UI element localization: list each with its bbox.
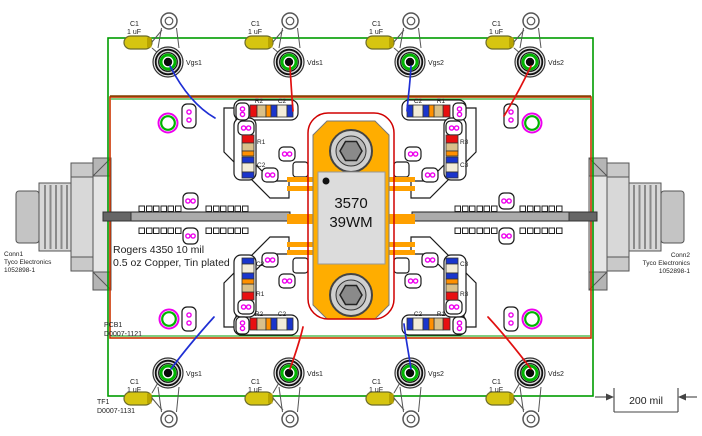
- rf-microstrip-right: [411, 211, 592, 222]
- pcb-drawing-number: D0007-1121: [104, 331, 142, 338]
- bias-posts: C1 1 uF Vgs1 C1 1 uF Vds1 C1 1 uF Vgs2 C…: [122, 11, 564, 429]
- ref-des: R1: [437, 98, 446, 105]
- cap-ref: C1: [372, 21, 381, 28]
- terminal-label: Vds1: [307, 60, 323, 67]
- cap-value: 1 uF: [248, 29, 262, 36]
- device-marking-line1: 3570: [334, 195, 367, 212]
- ref-des: R3: [460, 139, 469, 146]
- wire-vgs1-bottom: [170, 316, 215, 370]
- pcb-ref: PCB1: [104, 322, 122, 329]
- ref-des: C3: [460, 261, 469, 268]
- ref-des: R3: [460, 291, 469, 298]
- device-die-area: [317, 171, 386, 265]
- cap-ref: C1: [130, 379, 139, 386]
- ref-des: C2: [256, 261, 265, 268]
- device-package: 3570 39WM: [287, 112, 415, 320]
- via-pad: [498, 192, 515, 210]
- terminal-label: Vds2: [548, 371, 564, 378]
- via-pad: [182, 192, 199, 210]
- cap-ref: C1: [372, 379, 381, 386]
- ref-des: C2: [414, 311, 423, 318]
- cap-value: 1 uF: [369, 387, 383, 394]
- ref-des: C2: [257, 162, 266, 169]
- mounting-screw-top: [329, 129, 373, 173]
- cap-ref: C1: [492, 21, 501, 28]
- ref-des: R1: [437, 311, 446, 318]
- ref-des: R1: [256, 291, 265, 298]
- cap-ref: C1: [130, 21, 139, 28]
- component-labels: R2 C2 R1 C2 C2 R1 R3 C3 C2 R1 R2 C2 C3 R…: [255, 98, 469, 318]
- conn2-part-number: 1052898-1: [659, 268, 690, 275]
- via-pad: [182, 227, 199, 245]
- device-marking-line2: 39WM: [329, 214, 372, 231]
- ref-des: C2: [278, 98, 287, 105]
- cap-ref: C1: [251, 379, 260, 386]
- wire-vds2-top: [503, 65, 532, 117]
- terminal-label: Vgs2: [428, 371, 444, 378]
- cap-ref: C1: [492, 379, 501, 386]
- cap-value: 1 uF: [127, 29, 141, 36]
- pin1-dot: [322, 177, 330, 185]
- fixture-ref: TF1: [97, 399, 110, 406]
- conn1-ref: Conn1: [4, 251, 24, 258]
- wire-vgs2-top: [406, 65, 412, 112]
- ref-des: R2: [255, 98, 264, 105]
- ref-des: C3: [460, 162, 469, 169]
- conn1-manufacturer: Tyco Electronics: [4, 259, 52, 266]
- terminal-label: Vds2: [548, 60, 564, 67]
- scale-bar: 200 mil: [595, 388, 697, 413]
- wire-vds1-top: [289, 65, 294, 112]
- sma-connector-left: [15, 157, 112, 291]
- connector-pin-right: [568, 211, 598, 222]
- conn2-manufacturer: Tyco Electronics: [643, 260, 691, 267]
- cap-value: 1 uF: [248, 387, 262, 394]
- rf-microstrip-left: [109, 211, 291, 222]
- terminal-label: Vds1: [307, 371, 323, 378]
- scale-bar-label: 200 mil: [629, 395, 663, 407]
- ref-des: C2: [414, 98, 423, 105]
- terminal-label: Vgs1: [186, 371, 202, 378]
- cap-ref: C1: [251, 21, 260, 28]
- cap-value: 1 uF: [369, 29, 383, 36]
- sma-connector-right: [588, 157, 685, 291]
- substrate-note-line1: Rogers 4350 10 mil: [113, 244, 204, 256]
- via-pad: [498, 227, 515, 245]
- terminal-label: Vgs2: [428, 60, 444, 67]
- wire-vgs1-top: [169, 65, 216, 119]
- conn1-part-number: 1052898-1: [4, 267, 35, 274]
- hookup-wires: [169, 65, 532, 370]
- mounting-screw-bottom: [329, 273, 373, 317]
- wire-vds2-bottom: [487, 316, 532, 370]
- substrate-note-line2: 0.5 oz Copper, Tin plated: [113, 257, 230, 269]
- ref-des: C2: [278, 311, 287, 318]
- ref-des: R2: [255, 311, 264, 318]
- package-outline: [307, 112, 395, 320]
- cap-value: 1 uF: [489, 387, 503, 394]
- terminal-label: Vgs1: [186, 60, 202, 67]
- wire-vgs2-bottom: [403, 323, 412, 370]
- fixture-drawing-number: D0007-1131: [97, 408, 135, 415]
- annotations: Rogers 4350 10 mil 0.5 oz Copper, Tin pl…: [4, 244, 691, 415]
- cap-value: 1 uF: [489, 29, 503, 36]
- ref-des: R1: [257, 139, 266, 146]
- wire-vds1-bottom: [289, 326, 304, 370]
- connector-pin-left: [102, 211, 132, 222]
- conn2-ref: Conn2: [671, 252, 691, 259]
- cap-value: 1 uF: [127, 387, 141, 394]
